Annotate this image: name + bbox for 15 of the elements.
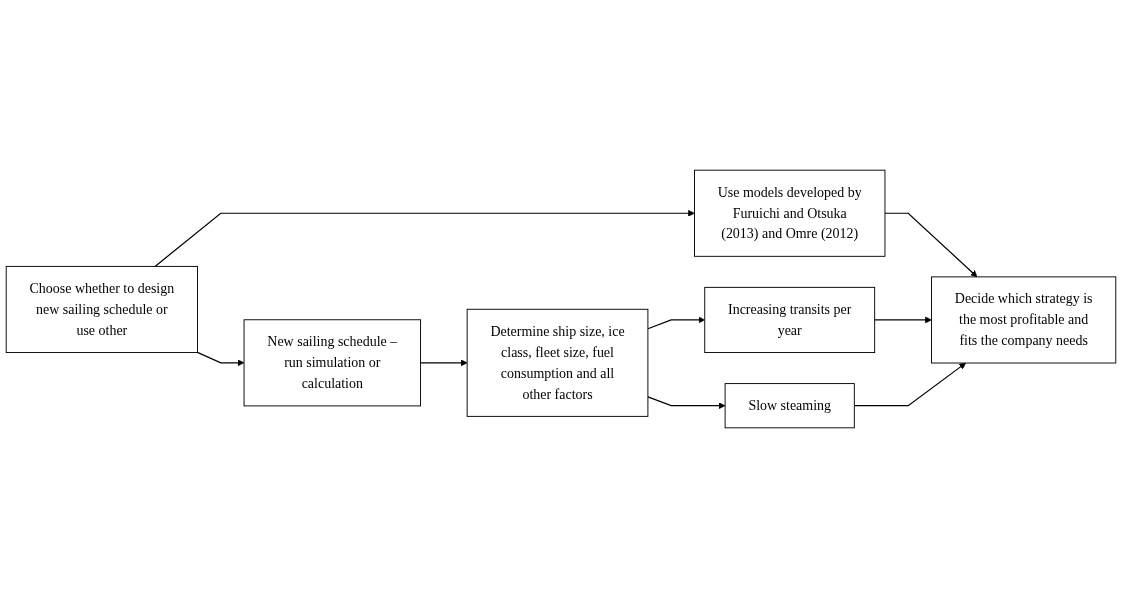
- node-box: Slow steaming: [724, 383, 855, 429]
- arrow: [196, 351, 245, 367]
- node-box: Decide which strategy is the most profitable and fits the company needs: [931, 276, 1117, 364]
- node-box: Choose whether to design new sailing schedule or use other: [5, 265, 198, 353]
- node-box: Increasing transits per year: [704, 286, 876, 353]
- node-box: Determine ship size, ice class, fleet size, fuel consumption and all other factors: [466, 308, 649, 417]
- arrow: [419, 359, 468, 367]
- arrow: [853, 362, 966, 407]
- arrow: [647, 316, 706, 330]
- node-box: Use models developed by Furuichi and Otsuka (2013) and Omre (2012): [694, 169, 886, 257]
- arrow: [884, 212, 978, 278]
- arrow: [874, 316, 932, 324]
- node-box: New sailing schedule – run simulation or calculation: [243, 319, 422, 407]
- arrow: [154, 209, 695, 268]
- arrow: [647, 396, 726, 410]
